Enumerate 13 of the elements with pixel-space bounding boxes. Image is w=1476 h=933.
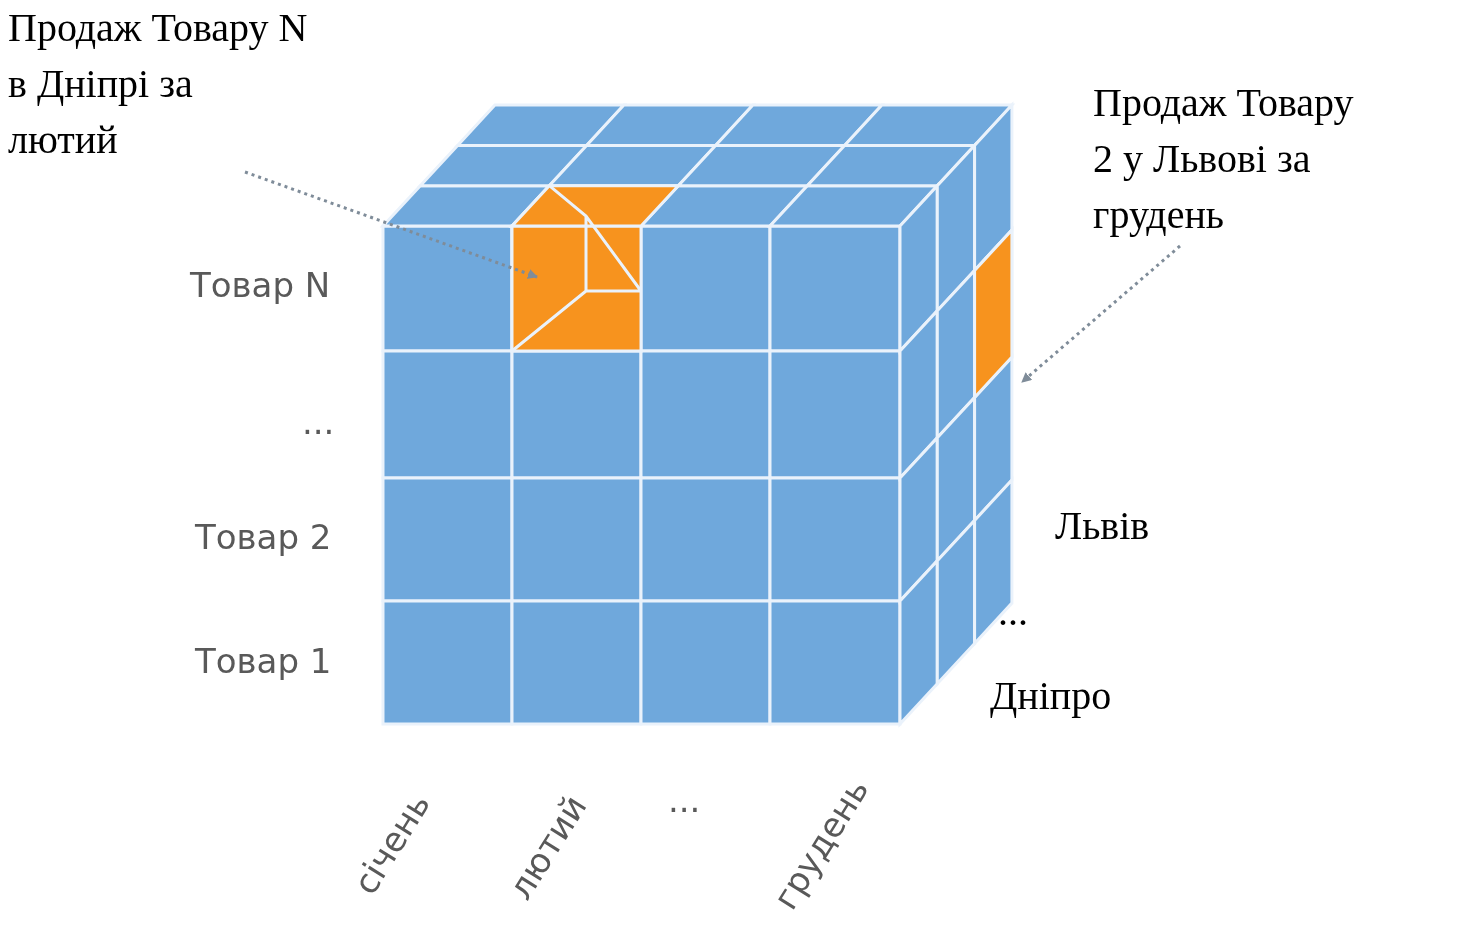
axis-label: Дніпро [990,672,1112,719]
row-label: ... [302,402,335,442]
row-label: Товар 1 [195,641,332,681]
row-label: Товар N [190,265,331,305]
leader-line [244,170,538,279]
axis-label: Львів [1055,502,1150,549]
callout-text: Продаж Товару N в Дніпрі за лютий [8,0,308,168]
callout-text: Продаж Товару 2 у Львові за грудень [1093,75,1383,243]
highlighted-cell [508,184,682,353]
axis-label: ... [668,780,701,820]
leader-line [1021,244,1181,384]
row-label: Товар 2 [195,517,332,557]
axis-label: ... [998,588,1028,635]
